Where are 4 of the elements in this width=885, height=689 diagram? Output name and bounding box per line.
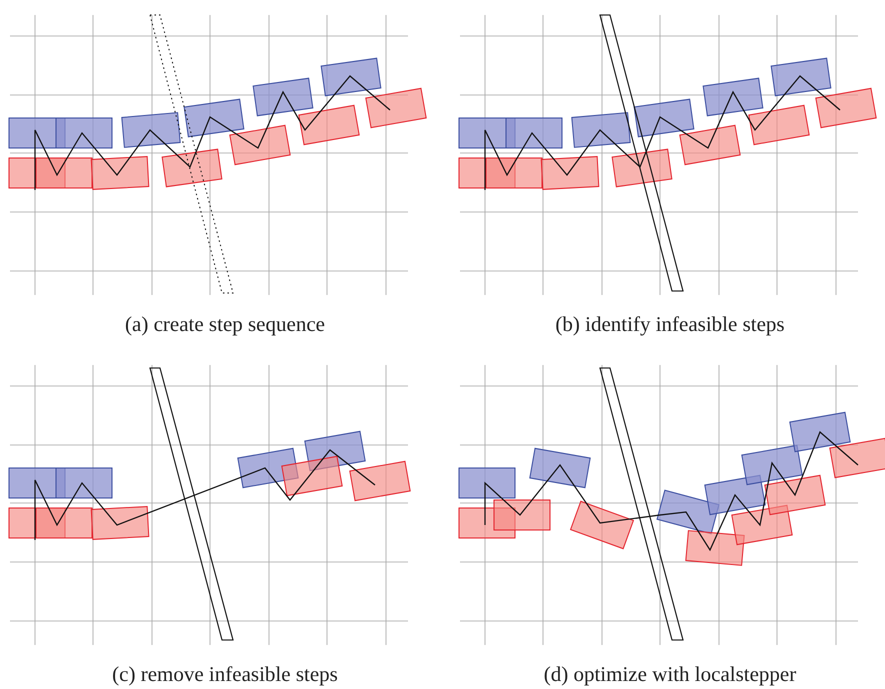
figure-caption: (c) remove infeasible steps xyxy=(111,662,339,687)
figure-caption: (b) identify infeasible steps xyxy=(554,312,786,337)
figure-caption: (d) optimize with localstepper xyxy=(542,662,798,687)
figure-caption: (a) create step sequence xyxy=(124,312,326,337)
